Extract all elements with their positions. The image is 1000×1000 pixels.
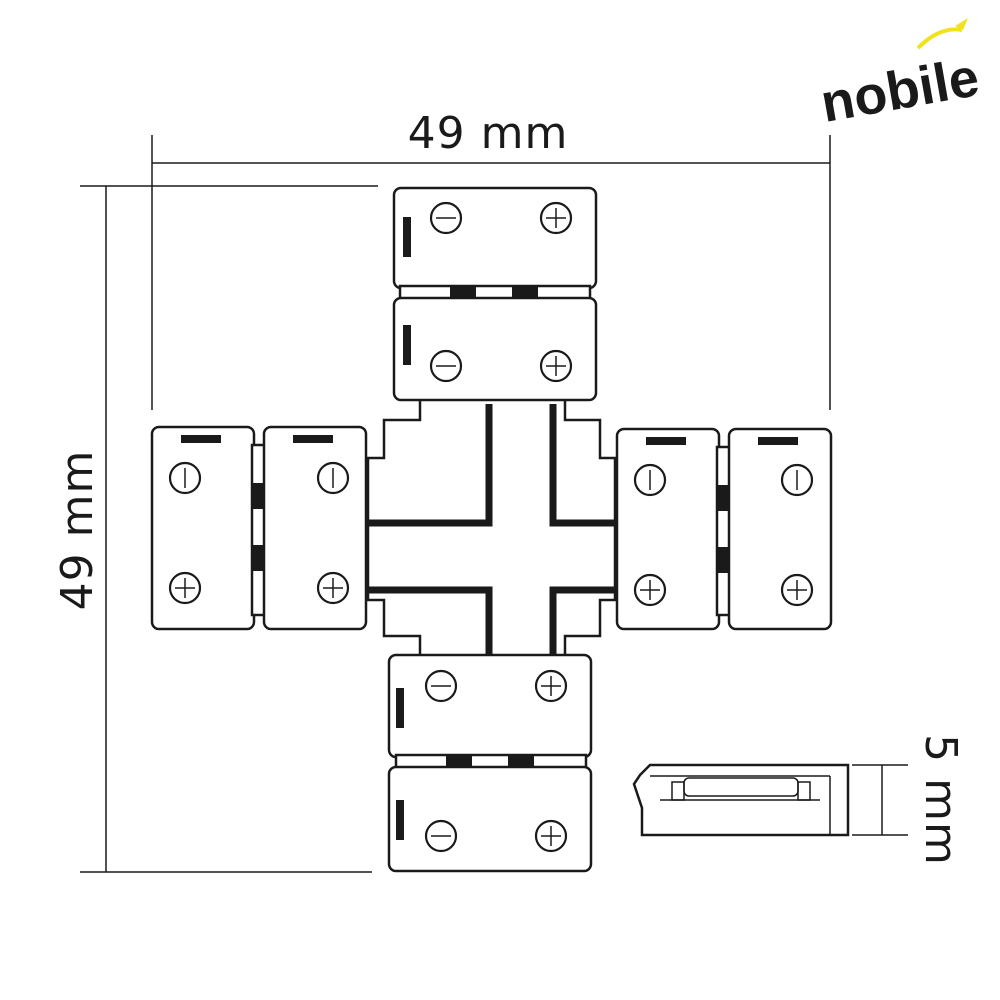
plus-terminal-icon [633, 573, 667, 607]
depth-dimension: 5 mm [852, 734, 966, 866]
top-connector-inner [392, 296, 598, 402]
plus-terminal-icon [316, 571, 350, 605]
plus-terminal-icon [780, 573, 814, 607]
left-connector-inner [262, 425, 368, 631]
plus-terminal-icon [539, 349, 573, 383]
minus-terminal-icon [780, 463, 814, 497]
plus-terminal-icon [539, 201, 573, 235]
plus-terminal-icon [168, 571, 202, 605]
width-dimension: 49 mm [151, 108, 831, 410]
minus-terminal-icon [316, 461, 350, 495]
bottom-connector-outer [387, 765, 593, 873]
right-connector-outer [727, 427, 833, 631]
depth-label: 5 mm [915, 734, 966, 866]
right-connector-inner [615, 427, 721, 631]
left-connector-outer [150, 425, 256, 631]
top-connector-outer [392, 186, 598, 290]
bottom-connector-inner [387, 653, 593, 759]
plus-terminal-icon [534, 819, 568, 853]
left-link-contacts [250, 443, 268, 617]
logo-bolt-icon [955, 18, 968, 30]
cross-body [366, 378, 617, 670]
minus-terminal-icon [168, 461, 202, 495]
minus-terminal-icon [424, 669, 458, 703]
side-profile-view [632, 763, 850, 837]
logo-swoosh-icon [916, 27, 963, 50]
width-label: 49 mm [408, 108, 569, 159]
minus-terminal-icon [429, 349, 463, 383]
height-label: 49 mm [52, 450, 103, 611]
minus-terminal-icon [633, 463, 667, 497]
top-link-contacts [398, 284, 592, 302]
height-dimension: 49 mm [52, 185, 378, 873]
minus-terminal-icon [424, 819, 458, 853]
nobile-logo: nobile [816, 18, 983, 134]
logo-text: nobile [816, 47, 983, 134]
plus-terminal-icon [534, 669, 568, 703]
minus-terminal-icon [429, 201, 463, 235]
